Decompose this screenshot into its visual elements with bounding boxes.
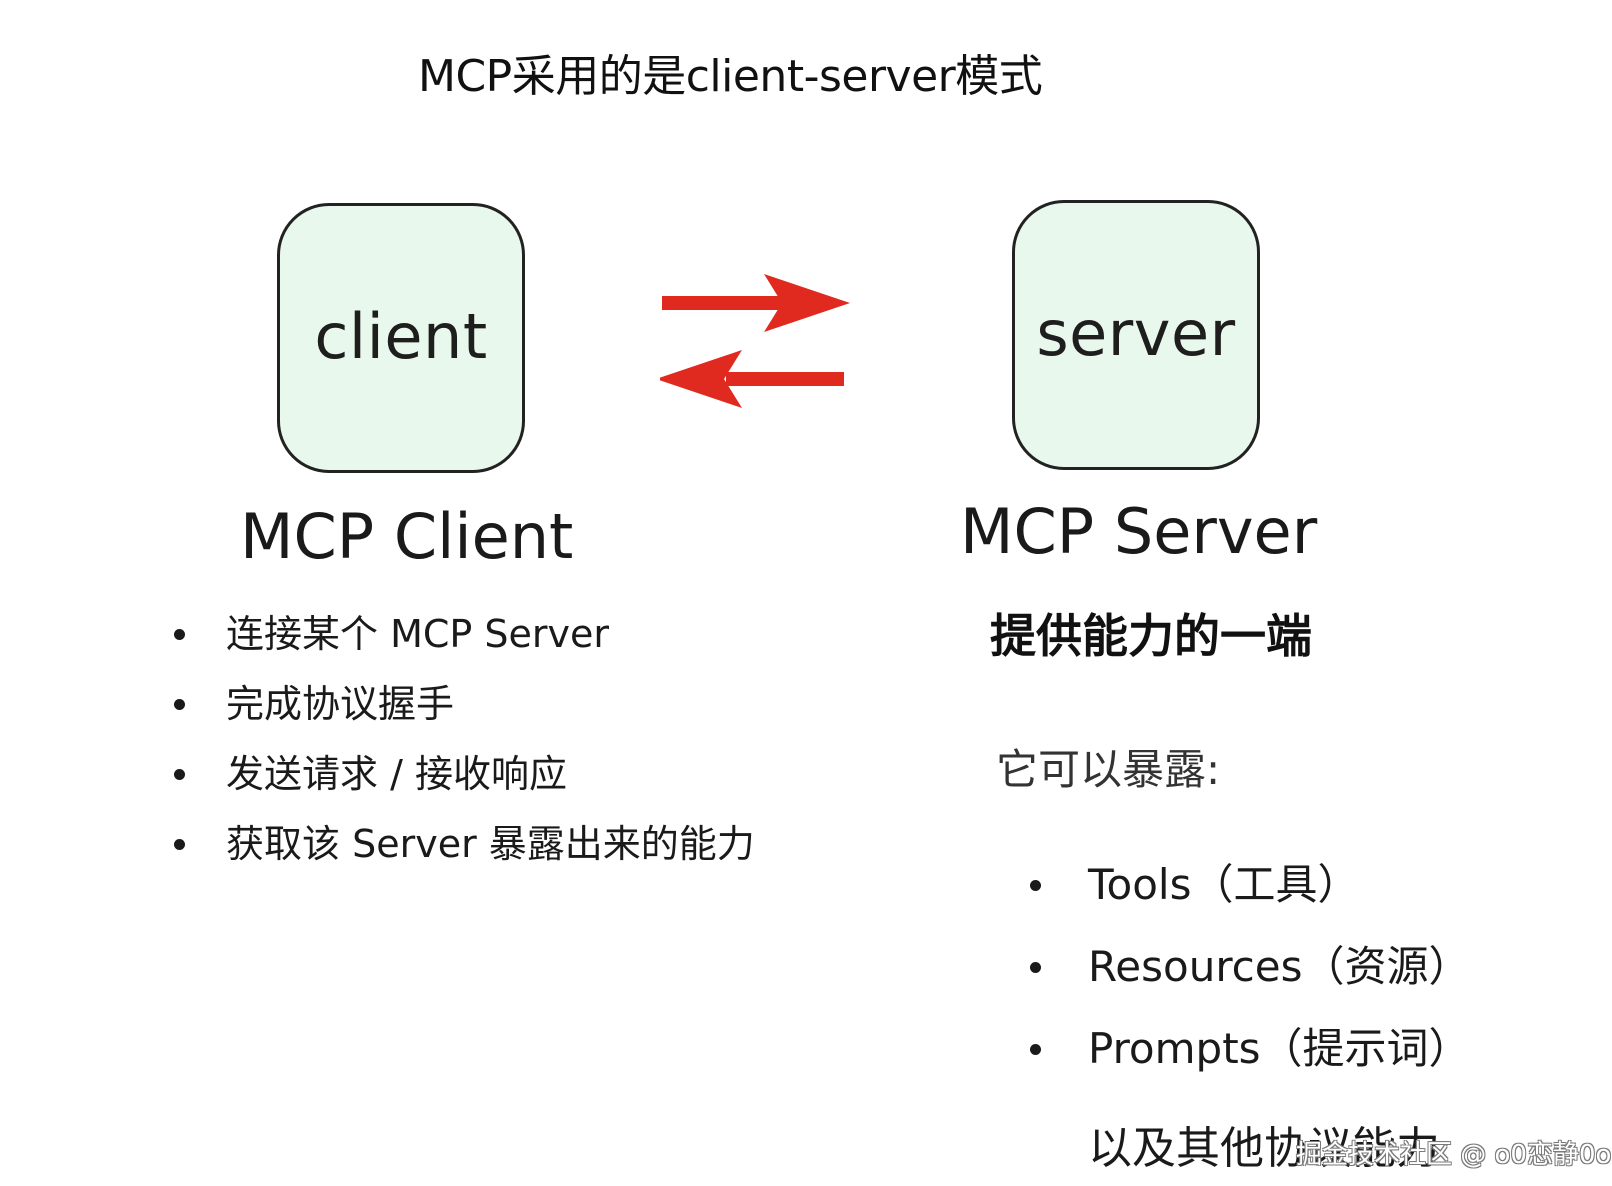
bullet-dot-icon (174, 629, 185, 640)
bullet-dot-icon (1030, 962, 1041, 973)
response-arrow-left (660, 350, 844, 408)
bullet-dot-icon (174, 839, 185, 850)
server-expose-intro: 它可以暴露: (996, 745, 1221, 794)
list-item: 连接某个 MCP Server (170, 612, 755, 682)
list-item: Resources（资源） (1026, 942, 1471, 1024)
server-title: MCP Server (960, 495, 1318, 568)
bullet-dot-icon (1030, 1044, 1041, 1055)
list-item: Tools（工具） (1026, 860, 1471, 942)
list-item: Prompts（提示词） (1026, 1024, 1471, 1106)
server-extra-capabilities: 以及其他协议能力 (1088, 1123, 1440, 1174)
client-node-label: client (314, 299, 488, 373)
request-response-arrows (660, 274, 850, 408)
watermark: 掘金技术社区 @ o0恋静0o (1296, 1140, 1612, 1170)
client-responsibilities-list: 连接某个 MCP Server 完成协议握手 发送请求 / 接收响应 获取该 S… (170, 612, 755, 892)
bullet-dot-icon (1030, 880, 1041, 891)
request-arrow-right (662, 274, 850, 332)
list-item: 发送请求 / 接收响应 (170, 752, 755, 822)
diagram-title: MCP采用的是client-server模式 (418, 51, 1043, 102)
client-node: client (277, 203, 525, 473)
server-node: server (1012, 200, 1260, 470)
server-capabilities-list: Tools（工具） Resources（资源） Prompts（提示词） (1026, 860, 1471, 1106)
list-item: 完成协议握手 (170, 682, 755, 752)
client-title: MCP Client (240, 500, 574, 573)
server-subtitle: 提供能力的一端 (990, 609, 1312, 663)
bullet-dot-icon (174, 769, 185, 780)
server-node-label: server (1036, 296, 1236, 370)
bullet-dot-icon (174, 699, 185, 710)
list-item: 获取该 Server 暴露出来的能力 (170, 822, 755, 892)
